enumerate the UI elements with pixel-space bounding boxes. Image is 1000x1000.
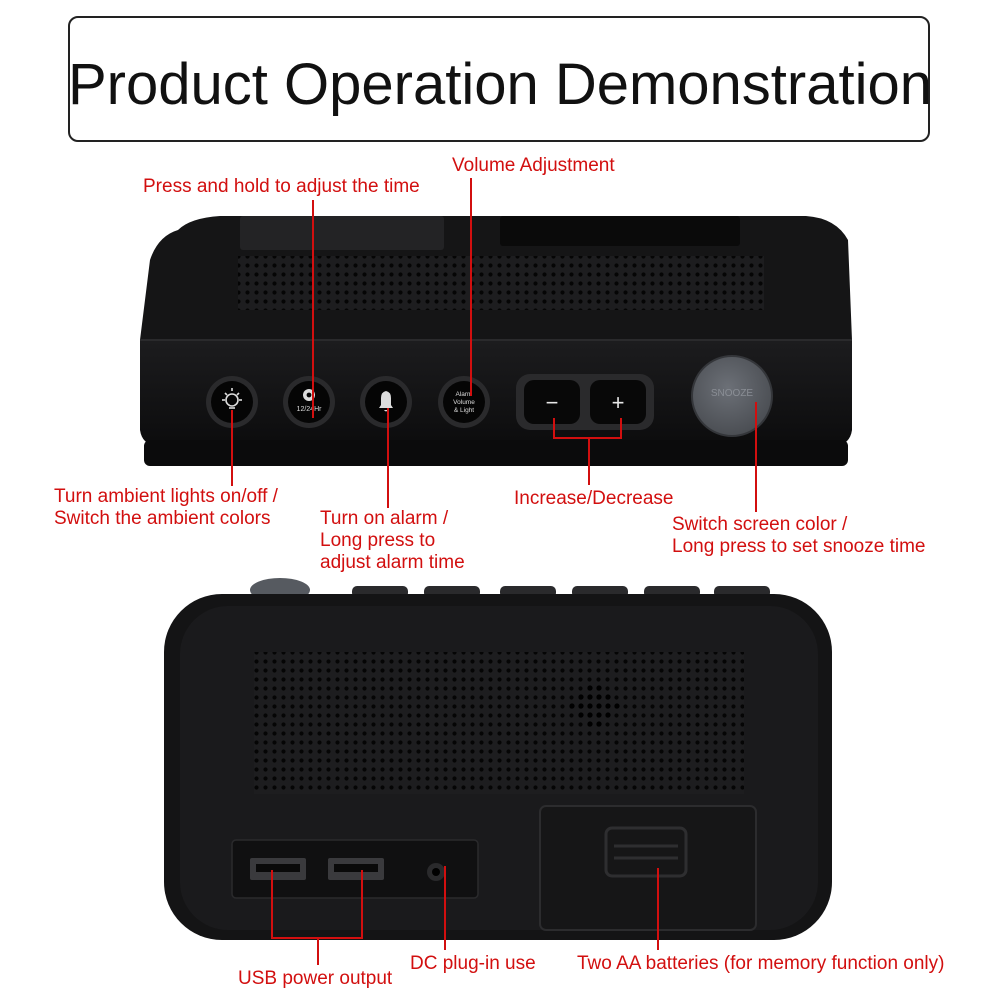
- pointer-line-usb1: [271, 870, 273, 938]
- label-batteries: Two AA batteries (for memory function on…: [577, 953, 945, 974]
- label-ambient-line1: Turn ambient lights on/off /: [54, 486, 278, 507]
- usb-port-2[interactable]: [328, 858, 384, 880]
- pointer-line-dc: [444, 866, 446, 950]
- label-ambient: Turn ambient lights on/off / Switch the …: [54, 486, 278, 530]
- pointer-line-minus: [553, 418, 555, 438]
- pointer-line-volume: [470, 178, 472, 396]
- page-title: Product Operation Demonstration: [68, 52, 932, 117]
- top-battery-door: [240, 216, 444, 250]
- pointer-line-incdec-h: [553, 437, 622, 439]
- battery-cover[interactable]: [539, 805, 757, 931]
- volume-label-line3: & Light: [454, 407, 474, 414]
- pointer-line-adjust-time: [312, 200, 314, 418]
- top-speaker-grille: [238, 256, 764, 310]
- label-adjust-time: Press and hold to adjust the time: [143, 176, 420, 197]
- label-increase-decrease: Increase/Decrease: [514, 488, 674, 509]
- time-set-button[interactable]: 12/24Hr: [283, 376, 335, 428]
- label-screen-color: Switch screen color / Long press to set …: [672, 514, 925, 558]
- pointer-line-usb-v: [317, 937, 319, 965]
- label-alarm-line1: Turn on alarm /: [320, 508, 449, 529]
- back-speaker-grille: [254, 652, 744, 794]
- pointer-line-batteries: [657, 868, 659, 950]
- label-alarm-line3: adjust alarm time: [320, 552, 465, 573]
- plus-label: +: [612, 390, 625, 415]
- lightbulb-icon: [222, 388, 242, 409]
- minus-label: −: [546, 390, 559, 415]
- label-alarm-line2: Long press to: [320, 530, 436, 551]
- label-alarm: Turn on alarm / Long press to adjust ala…: [320, 508, 465, 574]
- pointer-line-usb2: [361, 870, 363, 938]
- plus-button[interactable]: +: [590, 380, 646, 424]
- snooze-label: SNOOZE: [711, 388, 754, 399]
- snooze-button[interactable]: SNOOZE: [691, 355, 773, 437]
- label-volume: Volume Adjustment: [452, 155, 615, 176]
- pointer-line-plus: [620, 418, 622, 438]
- minus-button[interactable]: −: [524, 380, 580, 424]
- dc-jack[interactable]: [427, 863, 445, 881]
- volume-button[interactable]: Alarm Volume & Light: [438, 376, 490, 428]
- pointer-line-alarm: [387, 408, 389, 508]
- title-box: [68, 16, 930, 142]
- label-ambient-line2: Switch the ambient colors: [54, 508, 271, 529]
- top-display-slot: [500, 216, 740, 246]
- volume-label-line2: Volume: [453, 399, 475, 406]
- label-screen-color-line1: Switch screen color /: [672, 514, 848, 535]
- usb-port-1[interactable]: [250, 858, 306, 880]
- pointer-line-snooze: [755, 402, 757, 512]
- alarm-button[interactable]: [360, 376, 412, 428]
- pointer-line-ambient: [231, 410, 233, 486]
- light-button[interactable]: [206, 376, 258, 428]
- volume-label-line1: Alarm: [456, 391, 473, 398]
- label-usb: USB power output: [238, 968, 393, 989]
- clock-button-label: 12/24Hr: [297, 406, 323, 413]
- clock-back-view: [164, 578, 832, 940]
- pointer-line-incdec-v: [588, 437, 590, 485]
- bell-icon: [379, 391, 393, 412]
- label-screen-color-line2: Long press to set snooze time: [672, 536, 926, 557]
- label-dc: DC plug-in use: [410, 953, 536, 974]
